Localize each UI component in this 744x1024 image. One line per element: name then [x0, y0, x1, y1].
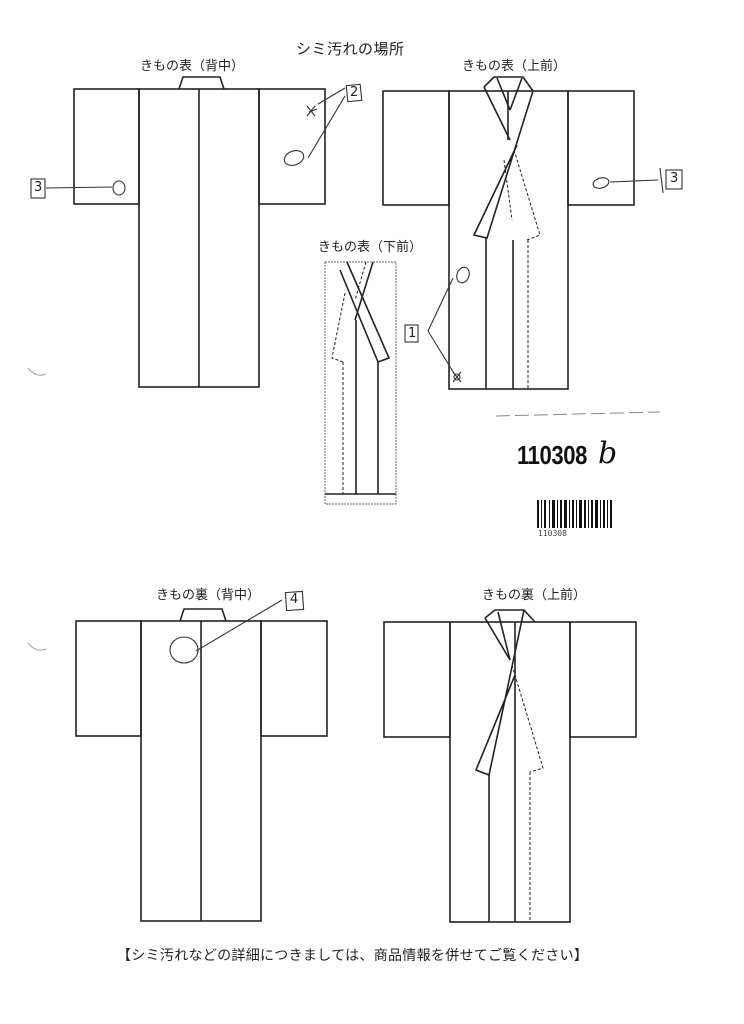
page-title: シミ汚れの場所	[296, 40, 405, 58]
diagram-lining-back	[75, 608, 328, 922]
stain-circle	[283, 150, 305, 166]
stain-circle	[169, 636, 199, 664]
barcode	[537, 500, 612, 528]
label-front-upper: きもの表（上前）	[462, 59, 567, 74]
stain-circle	[592, 177, 610, 189]
marker-number-3-right: 3	[670, 171, 679, 186]
margin-mark	[27, 367, 47, 376]
diagram-front-back	[73, 76, 326, 388]
marker-number-2: 2	[350, 85, 359, 100]
marker-box-3-right	[665, 169, 683, 190]
product-code: 110308	[517, 440, 587, 470]
diagram-front-lower	[324, 261, 397, 505]
marker-number-4: 4	[290, 592, 299, 607]
footer-note: 【シミ汚れなどの詳細につきましては、商品情報を併せてご覧ください】	[117, 948, 589, 964]
separator-line	[495, 411, 661, 417]
marker-number-1: 1	[408, 326, 417, 341]
label-front-lower: きもの表（下前）	[318, 240, 423, 255]
marker-box-2	[345, 83, 363, 103]
marker-box-1	[404, 324, 419, 343]
diagram-front-upper	[382, 76, 635, 390]
barcode-number: 110308	[538, 529, 567, 538]
stain-x-mark	[452, 371, 462, 383]
marker-box-4	[284, 590, 305, 612]
label-front-back: きもの表（背中）	[140, 59, 245, 74]
stain-circle	[456, 266, 470, 284]
label-lining-upper: きもの裏（上前）	[482, 588, 587, 603]
marker-number-3-left: 3	[34, 180, 43, 195]
stain-circle	[112, 180, 126, 196]
stain-annotations	[30, 83, 683, 664]
diagram-lining-upper	[383, 609, 637, 923]
product-code-suffix: b	[598, 436, 618, 471]
label-lining-back: きもの裏（背中）	[156, 588, 261, 603]
stain-x-mark	[306, 105, 318, 117]
margin-mark	[27, 642, 47, 651]
marker-box-3-left	[30, 178, 46, 199]
